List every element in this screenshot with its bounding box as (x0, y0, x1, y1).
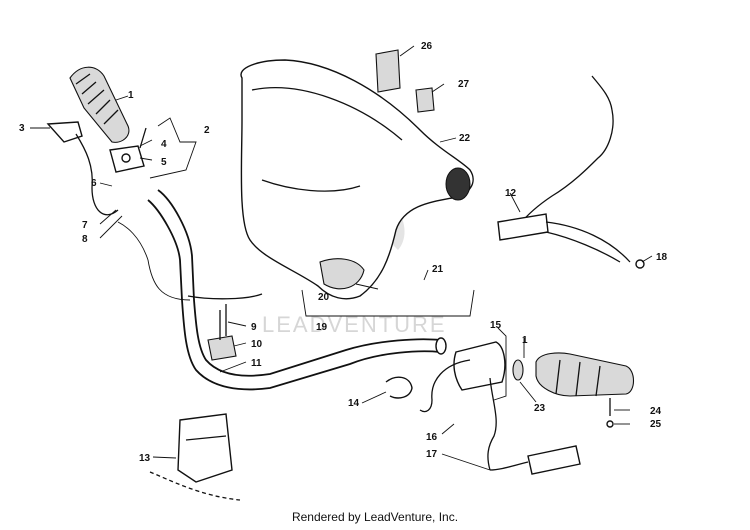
callout-labels: 1 1 2 3 4 5 6 7 8 9 10 11 12 13 14 15 16… (19, 41, 668, 464)
steering-post (149, 413, 241, 501)
callout-1-right-grip: 1 (522, 335, 528, 346)
callout-7: 7 (82, 220, 88, 231)
callout-25: 25 (650, 419, 662, 430)
callout-21: 21 (432, 264, 444, 275)
callout-8: 8 (82, 234, 88, 245)
callout-6: 6 (91, 178, 97, 189)
callout-16: 16 (426, 432, 438, 443)
callout-10: 10 (251, 339, 263, 350)
handlebar-pad (240, 59, 474, 300)
callout-5: 5 (161, 157, 167, 168)
footer-credit: Rendered by LeadVenture, Inc. (291, 510, 459, 524)
handlebar-clamp (207, 304, 237, 361)
callout-17: 17 (426, 449, 438, 460)
callout-3: 3 (19, 123, 25, 134)
callout-15: 15 (490, 320, 502, 331)
callout-12: 12 (505, 188, 517, 199)
callout-13: 13 (139, 453, 151, 464)
callout-2: 2 (204, 125, 210, 136)
throttle-cable (497, 75, 645, 269)
callout-11: 11 (251, 358, 262, 369)
left-switch-housing (46, 121, 147, 216)
label-decal-27 (415, 87, 435, 113)
left-grip (69, 66, 130, 143)
callout-1-left-grip: 1 (128, 90, 134, 101)
label-decal-26 (375, 49, 401, 93)
callout-4: 4 (161, 139, 167, 150)
callout-23: 23 (534, 403, 546, 414)
callout-14: 14 (348, 398, 360, 409)
handlebar-tube (147, 189, 447, 391)
right-grip (535, 352, 635, 428)
callout-24: 24 (650, 406, 662, 417)
right-switch-housing (385, 341, 581, 475)
callout-18: 18 (656, 252, 668, 263)
callout-20: 20 (318, 292, 330, 303)
callout-26: 26 (421, 41, 433, 52)
callout-19: 19 (316, 322, 328, 333)
callout-9: 9 (251, 322, 257, 333)
callout-27: 27 (458, 79, 470, 90)
callout-leaders (30, 45, 653, 471)
callout-22: 22 (459, 133, 471, 144)
